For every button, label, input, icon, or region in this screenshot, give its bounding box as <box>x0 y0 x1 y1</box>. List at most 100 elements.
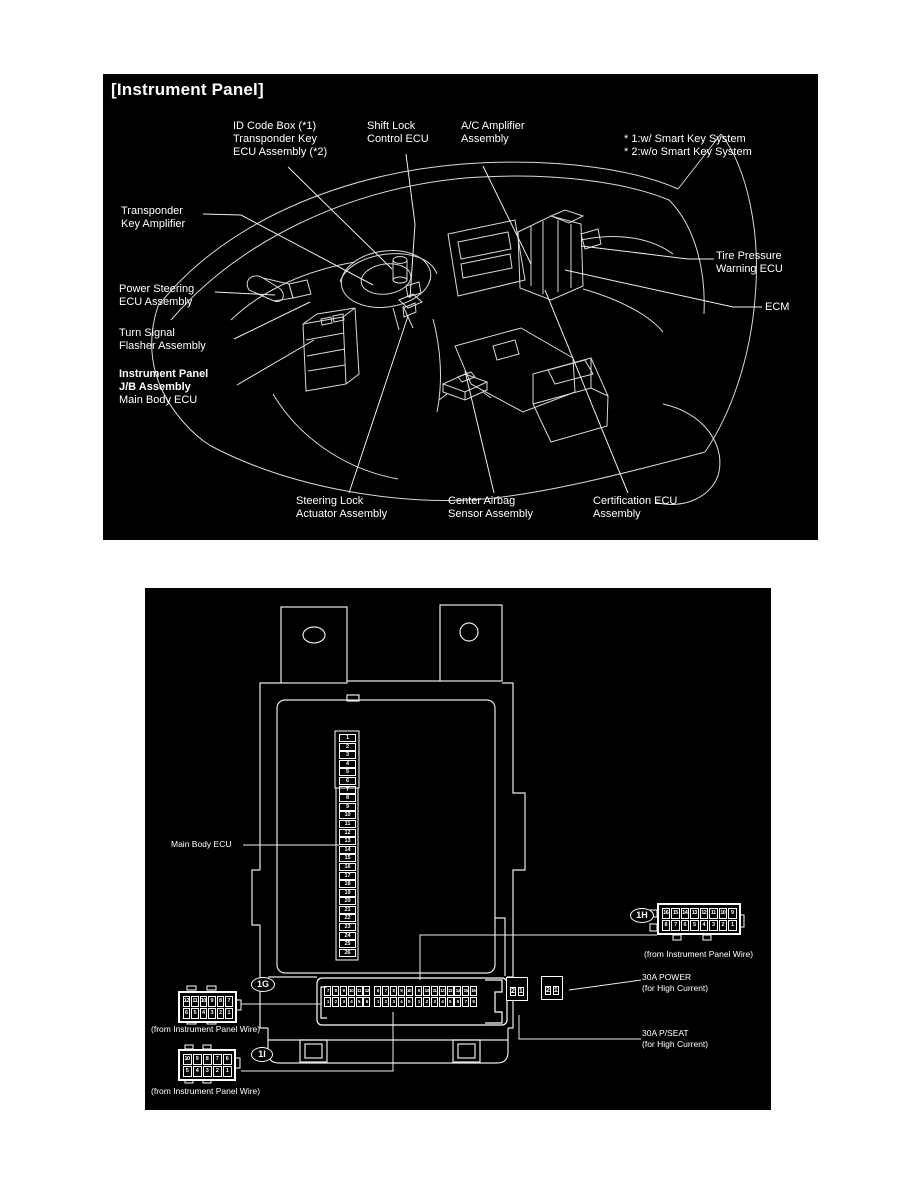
pin-cell: 5 <box>182 1065 192 1077</box>
label-line: ECU Assembly <box>119 296 193 308</box>
pin-cell: 1 <box>552 986 559 995</box>
pin-cell: 19 <box>339 888 356 897</box>
pin-cell: 26 <box>339 948 356 957</box>
pin-cell: 16 <box>339 862 356 871</box>
label-line: Actuator Assembly <box>296 508 388 520</box>
leader-connector-1h <box>419 934 657 980</box>
pin-cell: 2 <box>339 742 356 751</box>
label-line: Control ECU <box>367 133 429 145</box>
label-line: Steering Lock <box>296 495 364 507</box>
label-line: Sensor Assembly <box>448 508 533 520</box>
pin-cell: 11 <box>430 986 438 997</box>
junction-block-outline <box>251 604 526 1064</box>
pin-cell: 14 <box>339 845 356 854</box>
pin-cell: 7 <box>324 986 332 997</box>
label-line: Tire Pressure <box>716 250 782 262</box>
leader-connector-1i <box>241 1012 394 1072</box>
pin-cell: 11 <box>355 986 363 997</box>
console-drawing <box>454 327 721 505</box>
junction-leaders <box>241 844 657 1072</box>
pin-cell: 17 <box>339 871 356 880</box>
pin-cell: 23 <box>339 923 356 932</box>
pin-cell: 1 <box>517 987 524 996</box>
leader-ac-amplifier <box>482 165 532 265</box>
pin-cell: 13 <box>690 907 699 919</box>
pin-cell: 2 <box>216 1007 224 1019</box>
pin-cell: 2 <box>382 997 390 1008</box>
pin-cell: 11 <box>709 907 718 919</box>
pin-cell: 12 <box>438 986 446 997</box>
leader-fuse-pseat <box>518 1015 641 1040</box>
leader-ecm <box>564 269 762 308</box>
label-line: Assembly <box>593 508 641 520</box>
note-smart-key: * 1:w/ Smart Key System* 2:w/o Smart Key… <box>624 133 752 159</box>
label-line: ID Code Box (*1) <box>233 120 317 132</box>
leader-steering-lock <box>348 315 409 494</box>
pin-cell: 4 <box>192 1065 202 1077</box>
pin-cell: 9 <box>339 802 356 811</box>
pin-cell: 1 <box>415 997 423 1008</box>
shift-lock-ecu-drawing <box>405 281 422 298</box>
pin-cell: 2 <box>332 997 340 1008</box>
label-line: 30A P/SEAT <box>642 1028 689 1038</box>
connector-1i-caption: (from Instrument Panel Wire) <box>151 1086 261 1096</box>
label-line: Key Amplifier <box>121 218 186 230</box>
leader-lines <box>202 153 762 494</box>
pin-cell: 10 <box>718 907 727 919</box>
pin-cell: 15 <box>462 986 470 997</box>
pin-cell: 7 <box>225 995 233 1007</box>
mounting-hole-left <box>302 626 326 644</box>
connector-1i-badge: 1I <box>251 1047 273 1062</box>
pin-cell: 5 <box>446 997 454 1008</box>
center-stack-drawing <box>447 219 526 297</box>
pin-cell: 12 <box>182 995 190 1007</box>
label-line: A/C Amplifier <box>461 120 525 132</box>
pin-cell: 3 <box>430 997 438 1008</box>
pin-cell: 22 <box>339 914 356 923</box>
leader-fuse-power <box>568 979 642 991</box>
label-line: Certification ECU <box>593 495 678 507</box>
leader-transponder <box>202 213 374 286</box>
pin-cell: 3 <box>202 1065 212 1077</box>
bottom-connector-frame <box>316 977 508 1026</box>
pin-cell: 10 <box>199 995 207 1007</box>
pin-cell: 4 <box>339 759 356 768</box>
pin-cell: 3 <box>208 1007 216 1019</box>
id-code-box-drawing <box>392 256 408 284</box>
label-line: (for High Current) <box>642 983 709 993</box>
label-fuse-power: 30A POWER(for High Current) <box>642 972 708 994</box>
pin-cell: 10 <box>405 986 413 997</box>
pin-cell: 7 <box>339 785 356 794</box>
pin-cell: 14 <box>454 986 462 997</box>
pin-cell: 6 <box>363 997 371 1008</box>
pin-cell: 9 <box>339 986 347 997</box>
label-line: 30A POWER <box>642 972 692 982</box>
pin-cell: 4 <box>699 919 708 931</box>
pin-cell: 2 <box>718 919 727 931</box>
pin-cell: 6 <box>182 1007 190 1019</box>
label-line: Main Body ECU <box>119 394 198 406</box>
pin-cell: 9 <box>728 907 737 919</box>
pin-cell: 1 <box>222 1065 232 1077</box>
left-ecu-cluster-drawing <box>246 275 360 392</box>
pin-cell: 8 <box>216 995 224 1007</box>
pin-cell: 10 <box>182 1053 192 1065</box>
dashboard-line-art <box>151 133 757 505</box>
